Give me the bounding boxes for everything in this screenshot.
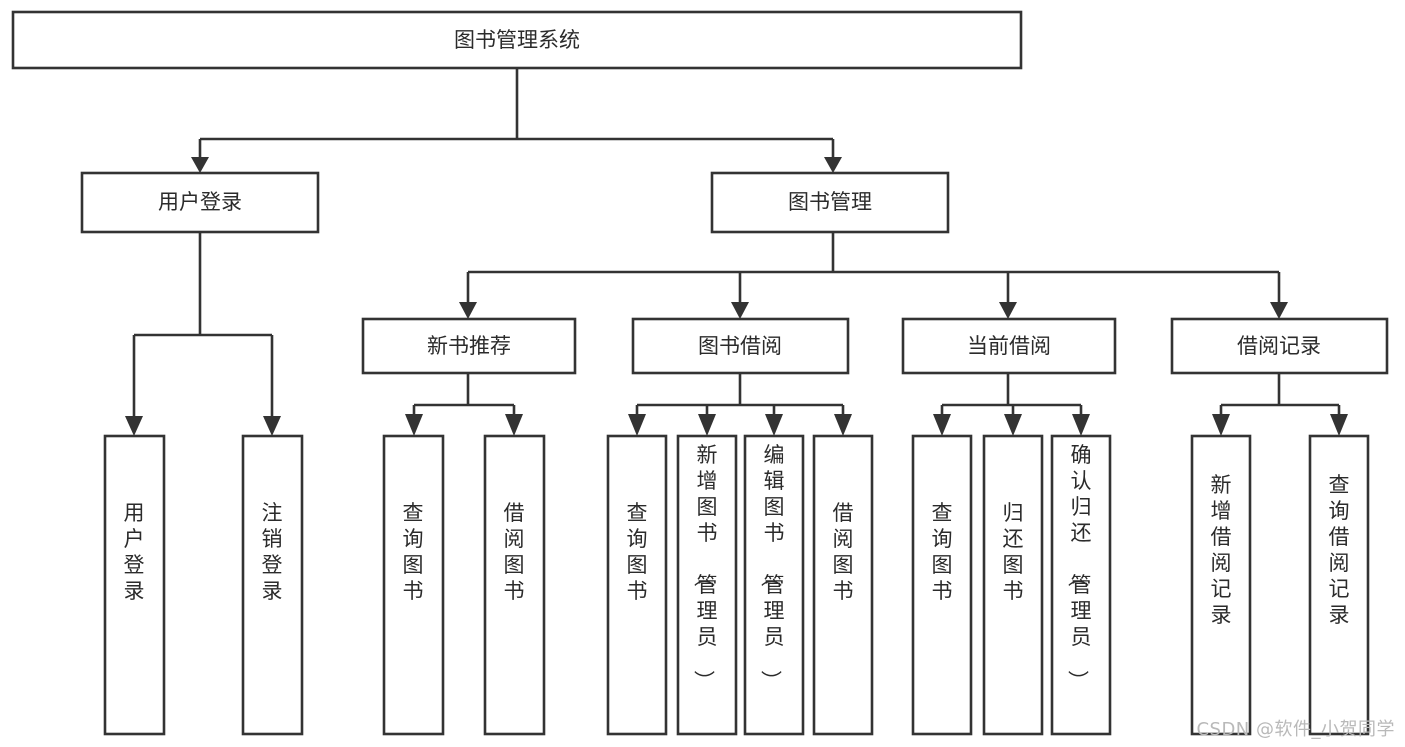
arrow-head-leaf-query-borrow-record — [1330, 414, 1348, 436]
node-current-borrow-label: 当前借阅 — [967, 334, 1051, 358]
node-leaf-query-book-borrow-label: 查询图书 — [627, 501, 648, 603]
node-leaf-confirm-return-admin-label: 确认归还（管理员） — [1066, 443, 1092, 691]
node-leaf-edit-book-admin-box[interactable] — [743, 434, 805, 736]
node-root[interactable]: 图书管理系统 — [11, 10, 1023, 70]
node-book-management-label: 图书管理 — [788, 190, 872, 214]
arrow-head-book-management — [824, 157, 842, 173]
node-leaf-borrow-book-new[interactable]: 借阅图书 — [483, 434, 546, 736]
arrow-head-leaf-query-book-current — [933, 414, 951, 436]
arrow-head-user-login — [191, 157, 209, 173]
node-new-book-recommend[interactable]: 新书推荐 — [361, 317, 577, 375]
node-leaf-return-book-label: 归还图书 — [1003, 501, 1024, 603]
node-leaf-add-borrow-record-label: 新增借阅记录 — [1211, 473, 1232, 627]
node-leaf-query-book-current-label: 查询图书 — [932, 501, 953, 603]
node-leaf-add-borrow-record-box[interactable] — [1190, 434, 1252, 736]
node-user-login-box[interactable] — [80, 171, 320, 234]
node-leaf-user-login[interactable]: 用户登录 — [103, 434, 166, 736]
arrow-head-leaf-add-borrow-record — [1212, 414, 1230, 436]
arrow-head-leaf-borrow-book — [834, 414, 852, 436]
arrow-head-book-borrow — [731, 302, 749, 319]
node-leaf-query-book-current-box[interactable] — [911, 434, 973, 736]
node-leaf-add-book-admin-box[interactable] — [676, 434, 738, 736]
node-leaf-borrow-book-new-label: 借阅图书 — [504, 501, 525, 603]
node-leaf-user-logout[interactable]: 注销登录 — [241, 434, 304, 736]
node-leaf-query-book-current[interactable]: 查询图书 — [911, 434, 973, 736]
node-book-borrow-label: 图书借阅 — [698, 334, 782, 358]
arrow-head-leaf-query-book-new — [405, 414, 423, 436]
node-leaf-user-logout-box[interactable] — [241, 434, 304, 736]
node-new-book-recommend-box[interactable] — [361, 317, 577, 375]
node-leaf-borrow-book[interactable]: 借阅图书 — [812, 434, 874, 736]
node-leaf-borrow-book-label: 借阅图书 — [833, 501, 854, 603]
arrow-head-leaf-query-book-borrow — [628, 414, 646, 436]
node-borrow-record-box[interactable] — [1170, 317, 1389, 375]
node-root-label: 图书管理系统 — [454, 28, 580, 52]
node-leaf-query-book-borrow-box[interactable] — [606, 434, 668, 736]
node-book-management-box[interactable] — [710, 171, 950, 234]
connector-group — [125, 68, 1348, 436]
node-user-login[interactable]: 用户登录 — [80, 171, 320, 234]
node-borrow-record-label: 借阅记录 — [1237, 334, 1321, 358]
arrow-head-borrow-record — [1270, 302, 1288, 319]
node-user-login-label: 用户登录 — [158, 190, 242, 214]
node-leaf-add-borrow-record[interactable]: 新增借阅记录 — [1190, 434, 1252, 736]
arrow-head-new-book-recommend — [459, 302, 477, 319]
node-new-book-recommend-label: 新书推荐 — [427, 334, 511, 358]
arrow-head-leaf-edit-book-admin — [765, 414, 783, 436]
node-leaf-edit-book-admin-label: 编辑图书（管理员） — [759, 443, 785, 691]
node-leaf-query-book-new[interactable]: 查询图书 — [382, 434, 445, 736]
arrow-head-current-borrow — [999, 302, 1017, 319]
node-borrow-record[interactable]: 借阅记录 — [1170, 317, 1389, 375]
node-leaf-borrow-book-new-box[interactable] — [483, 434, 546, 736]
node-leaf-borrow-book-box[interactable] — [812, 434, 874, 736]
node-leaf-add-book-admin[interactable]: 新增图书（管理员） — [676, 434, 738, 736]
node-leaf-add-book-admin-label: 新增图书（管理员） — [692, 443, 718, 691]
arrow-head-leaf-borrow-book-new — [505, 414, 523, 436]
node-leaf-query-book-new-label: 查询图书 — [403, 501, 424, 603]
node-book-borrow-box[interactable] — [631, 317, 850, 375]
node-current-borrow[interactable]: 当前借阅 — [901, 317, 1117, 375]
arrow-head-leaf-add-book-admin — [698, 414, 716, 436]
node-book-management[interactable]: 图书管理 — [710, 171, 950, 234]
node-leaf-query-book-borrow[interactable]: 查询图书 — [606, 434, 668, 736]
node-leaf-user-login-label: 用户登录 — [124, 501, 145, 603]
node-leaf-confirm-return-admin[interactable]: 确认归还（管理员） — [1050, 434, 1112, 736]
csdn-watermark: CSDN @软件_小贺同学 — [1196, 719, 1395, 740]
node-leaf-user-logout-label: 注销登录 — [262, 501, 283, 603]
arrow-head-leaf-user-login — [125, 416, 143, 436]
node-current-borrow-box[interactable] — [901, 317, 1117, 375]
arrow-head-leaf-return-book — [1004, 414, 1022, 436]
node-leaf-user-login-box[interactable] — [103, 434, 166, 736]
node-leaf-edit-book-admin[interactable]: 编辑图书（管理员） — [743, 434, 805, 736]
node-leaf-return-book[interactable]: 归还图书 — [982, 434, 1044, 736]
arrow-head-leaf-user-logout — [263, 416, 281, 436]
node-book-borrow[interactable]: 图书借阅 — [631, 317, 850, 375]
arrow-head-leaf-confirm-return-admin — [1072, 414, 1090, 436]
node-leaf-query-borrow-record-label: 查询借阅记录 — [1329, 473, 1350, 627]
node-leaf-query-borrow-record[interactable]: 查询借阅记录 — [1308, 434, 1370, 736]
node-leaf-confirm-return-admin-box[interactable] — [1050, 434, 1112, 736]
node-root-box[interactable] — [11, 10, 1023, 70]
node-leaf-query-borrow-record-box[interactable] — [1308, 434, 1370, 736]
node-leaf-return-book-box[interactable] — [982, 434, 1044, 736]
node-leaf-query-book-new-box[interactable] — [382, 434, 445, 736]
